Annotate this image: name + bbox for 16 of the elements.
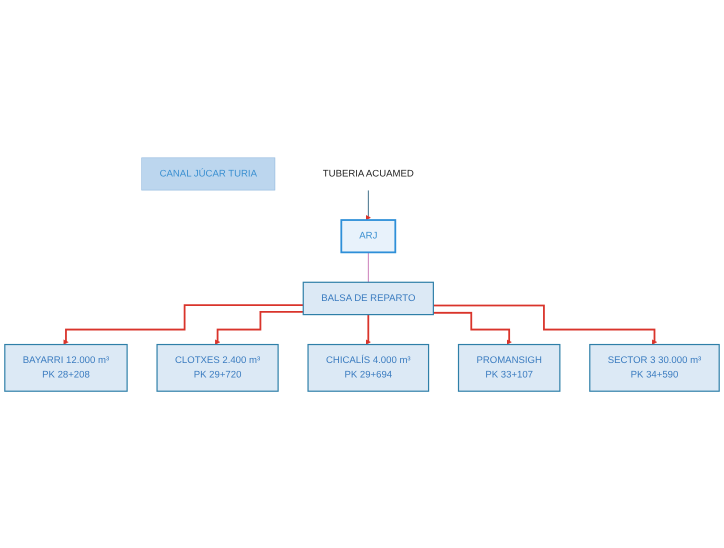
arrow — [366, 313, 371, 344]
node-box: PROMANSIGH PK 33+107 — [458, 343, 560, 392]
arrow — [433, 311, 512, 344]
node-box: CANAL JÚCAR TURIA — [141, 156, 276, 190]
arrow — [214, 310, 304, 344]
connector — [368, 251, 369, 282]
arrow — [63, 304, 304, 344]
arrow — [433, 304, 658, 344]
node-box: CLOTXES 2.400 m³ PK 29+720 — [156, 343, 279, 392]
arrow — [366, 189, 371, 220]
node-box: BAYARRI 12.000 m³ PK 28+208 — [4, 343, 128, 392]
node-box: BALSA DE REPARTO — [302, 281, 434, 315]
node-text: TUBERIA ACUAMED — [322, 168, 414, 178]
node-box: ARJ — [340, 218, 396, 253]
node-box: SECTOR 3 30.000 m³ PK 34+590 — [589, 343, 720, 392]
node-box: CHICALÍS 4.000 m³ PK 29+694 — [307, 343, 430, 392]
